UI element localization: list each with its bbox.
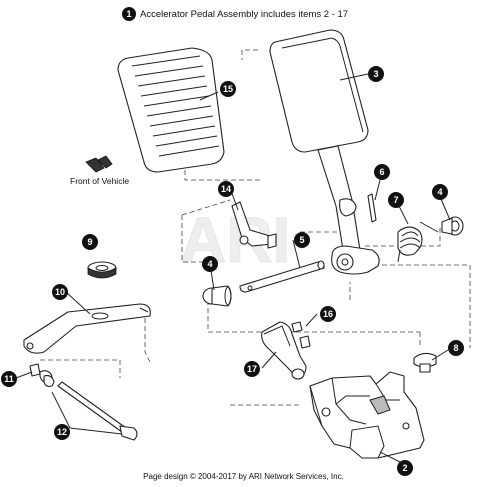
torsion-spring[interactable] <box>397 221 439 263</box>
callout-12[interactable]: 12 <box>54 424 70 440</box>
svg-text:8: 8 <box>453 343 458 353</box>
svg-text:5: 5 <box>299 235 304 245</box>
callout-17[interactable]: 17 <box>244 361 260 377</box>
page-header: 1 Accelerator Pedal Assembly includes it… <box>122 7 348 21</box>
assembly-title: Accelerator Pedal Assembly includes item… <box>140 8 349 20</box>
svg-text:15: 15 <box>223 84 233 94</box>
svg-text:11: 11 <box>4 374 14 384</box>
callout-7[interactable]: 7 <box>388 192 404 208</box>
bushing-left[interactable] <box>202 285 232 307</box>
pedal-pad[interactable] <box>117 47 225 173</box>
pin[interactable] <box>367 193 377 223</box>
svg-text:4: 4 <box>207 259 212 269</box>
svg-text:7: 7 <box>393 195 398 205</box>
callout-3[interactable]: 3 <box>368 66 384 82</box>
callout-2[interactable]: 2 <box>397 460 413 476</box>
pedal-housing[interactable] <box>309 371 425 459</box>
svg-text:10: 10 <box>55 287 65 297</box>
lever-bracket[interactable] <box>231 201 277 249</box>
stop-knob[interactable] <box>413 352 437 373</box>
callout-16[interactable]: 16 <box>320 306 336 322</box>
bushing-right[interactable] <box>441 216 464 236</box>
callout-1[interactable]: 1 <box>122 7 136 21</box>
callout-10[interactable]: 10 <box>52 284 68 300</box>
set-screws[interactable] <box>291 321 311 349</box>
callout-4-right[interactable]: 4 <box>432 184 448 200</box>
svg-text:9: 9 <box>87 237 92 247</box>
callout-5[interactable]: 5 <box>294 232 310 248</box>
svg-text:14: 14 <box>221 184 231 194</box>
callout-14[interactable]: 14 <box>218 181 234 197</box>
front-of-vehicle-label: Front of Vehicle <box>70 176 130 186</box>
svg-text:6: 6 <box>379 167 384 177</box>
svg-text:2: 2 <box>402 463 407 473</box>
svg-text:12: 12 <box>57 427 67 437</box>
svg-text:4: 4 <box>437 187 442 197</box>
callout-11[interactable]: 11 <box>1 371 17 387</box>
svg-text:17: 17 <box>247 364 257 374</box>
bearing[interactable] <box>87 261 117 279</box>
svg-text:16: 16 <box>323 309 333 319</box>
front-of-vehicle-arrow-icon <box>85 155 113 173</box>
shaft[interactable] <box>239 260 325 293</box>
callout-15[interactable]: 15 <box>220 81 236 97</box>
assembly-guide-lines <box>40 49 471 406</box>
copyright-footer: Page design © 2004-2017 by ARI Network S… <box>143 472 344 481</box>
callout-8[interactable]: 8 <box>448 340 464 356</box>
pedal-arm[interactable] <box>269 29 380 275</box>
svg-text:3: 3 <box>373 69 378 79</box>
connecting-rod[interactable] <box>43 375 138 441</box>
linkage-arm[interactable] <box>23 303 151 354</box>
callout-4-left[interactable]: 4 <box>202 256 218 272</box>
callout-6[interactable]: 6 <box>374 164 390 180</box>
pedal-sensor[interactable] <box>261 321 307 380</box>
callout-9[interactable]: 9 <box>82 234 98 250</box>
